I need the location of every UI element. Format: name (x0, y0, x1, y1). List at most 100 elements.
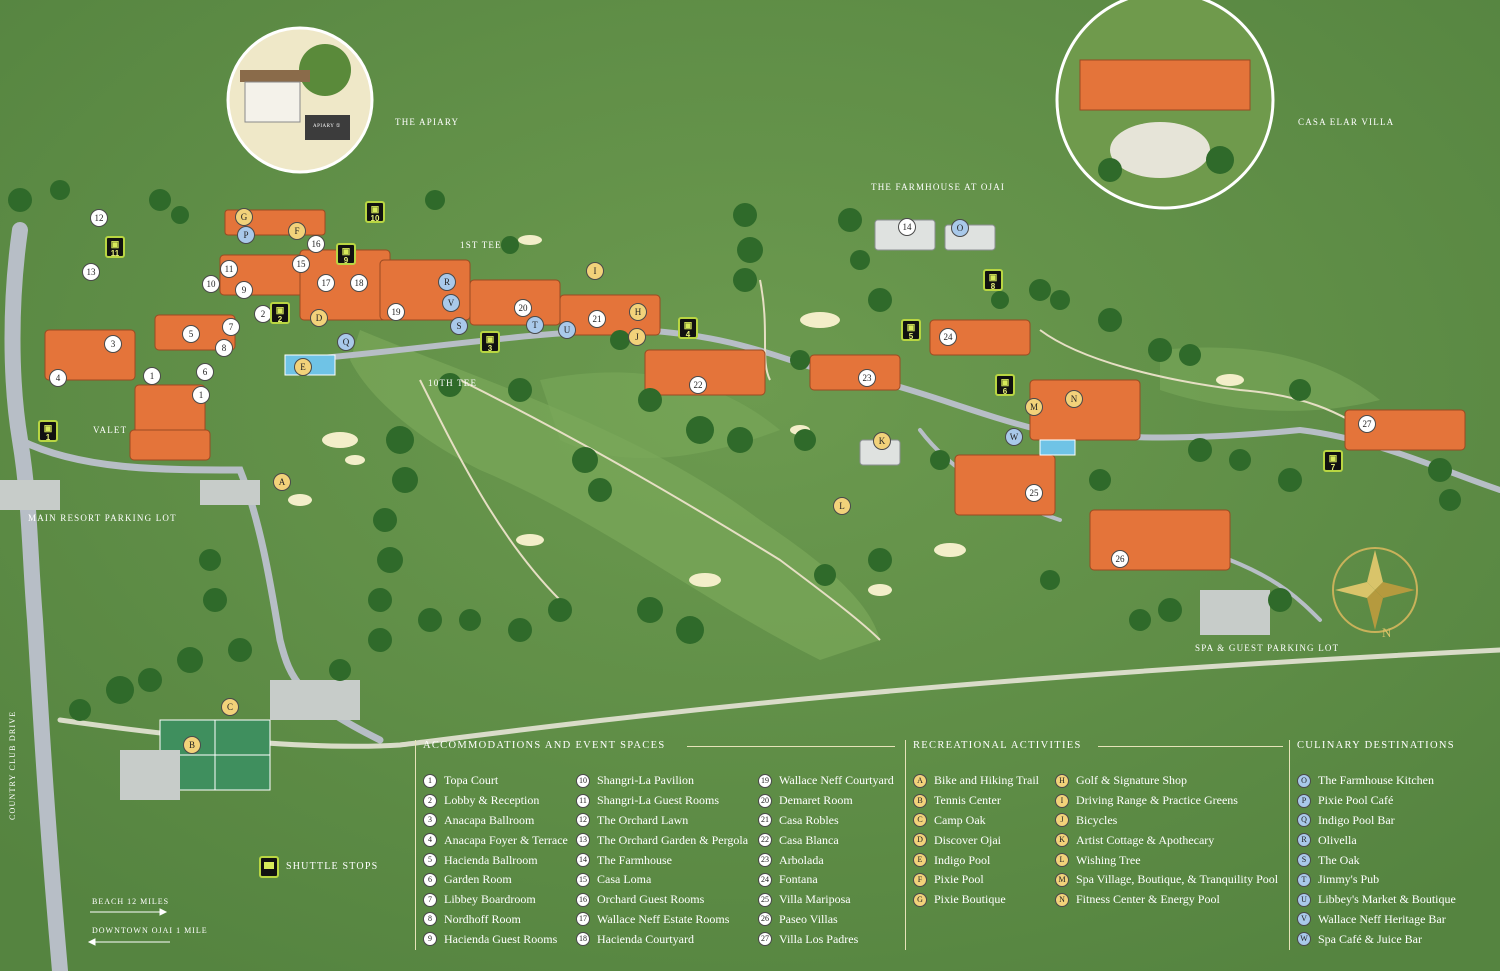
shuttle-stop-icon[interactable]: ▣2 (270, 302, 290, 324)
marker-6[interactable]: 6 (196, 363, 214, 381)
casa-elar-inset (1055, 0, 1275, 210)
marker-J[interactable]: J (628, 328, 646, 346)
marker-20[interactable]: 20 (514, 299, 532, 317)
marker-O[interactable]: O (951, 219, 969, 237)
valet-label: VALET (93, 425, 128, 435)
country-club-drive-road (4, 222, 68, 971)
marker-8[interactable]: 8 (215, 339, 233, 357)
shuttle-stop-icon[interactable]: ▣10 (365, 201, 385, 223)
marker-14[interactable]: 14 (898, 218, 916, 236)
marker-H[interactable]: H (629, 303, 647, 321)
shuttle-stop-icon[interactable]: ▣9 (336, 243, 356, 265)
marker-5[interactable]: 5 (182, 325, 200, 343)
direction-arrows (87, 908, 170, 946)
marker-17[interactable]: 17 (317, 274, 335, 292)
marker-9[interactable]: 9 (235, 281, 253, 299)
parking-lots (0, 480, 1270, 720)
marker-W[interactable]: W (1005, 428, 1023, 446)
shuttle-stop-icon[interactable]: ▣5 (901, 319, 921, 341)
marker-F[interactable]: F (288, 222, 306, 240)
marker-R[interactable]: R (438, 273, 456, 291)
marker-21[interactable]: 21 (588, 310, 606, 328)
marker-15[interactable]: 15 (292, 255, 310, 273)
tenth-tee-label: 10TH TEE (428, 378, 478, 388)
marker-27[interactable]: 27 (1358, 415, 1376, 433)
marker-4[interactable]: 4 (49, 369, 67, 387)
shuttle-stop-icon[interactable]: ▣1 (38, 420, 58, 442)
shuttle-stop-icon[interactable]: ▣3 (480, 331, 500, 353)
marker-V[interactable]: V (442, 294, 460, 312)
marker-M[interactable]: M (1025, 398, 1043, 416)
apiary-label: THE APIARY (395, 117, 460, 127)
marker-11[interactable]: 11 (220, 260, 238, 278)
marker-U[interactable]: U (558, 321, 576, 339)
marker-24[interactable]: 24 (939, 328, 957, 346)
shuttle-stop-icon[interactable]: ▣7 (1323, 450, 1343, 472)
marker-23[interactable]: 23 (858, 369, 876, 387)
shuttle-stop-icon[interactable]: ▣11 (105, 236, 125, 258)
marker-G[interactable]: G (235, 208, 253, 226)
marker-N[interactable]: N (1065, 390, 1083, 408)
marker-A[interactable]: A (273, 473, 291, 491)
marker-I[interactable]: I (586, 262, 604, 280)
trees (8, 180, 1461, 721)
marker-L[interactable]: L (833, 497, 851, 515)
marker-C[interactable]: C (221, 698, 239, 716)
farmhouse-label: THE FARMHOUSE AT OJAI (871, 182, 1006, 192)
shuttle-stop-icon[interactable]: ▣4 (678, 317, 698, 339)
marker-22[interactable]: 22 (689, 376, 707, 394)
marker-S[interactable]: S (450, 317, 468, 335)
marker-E[interactable]: E (294, 358, 312, 376)
shuttle-stop-icon[interactable]: ▣8 (983, 269, 1003, 291)
marker-12[interactable]: 12 (90, 209, 108, 227)
marker-19[interactable]: 19 (387, 303, 405, 321)
marker-7[interactable]: 7 (222, 318, 240, 336)
marker-K[interactable]: K (873, 432, 891, 450)
marker-Q[interactable]: Q (337, 333, 355, 351)
marker-D[interactable]: D (310, 309, 328, 327)
marker-B[interactable]: B (183, 736, 201, 754)
marker-18[interactable]: 18 (350, 274, 368, 292)
shuttle-stop-icon[interactable]: ▣6 (995, 374, 1015, 396)
cart-paths (419, 279, 1381, 641)
marker-26[interactable]: 26 (1111, 550, 1129, 568)
marker-3[interactable]: 3 (104, 335, 122, 353)
marker-13[interactable]: 13 (82, 263, 100, 281)
marker-P[interactable]: P (237, 226, 255, 244)
apiary-inset (226, 26, 374, 174)
marker-1[interactable]: 1 (192, 386, 210, 404)
marker-10[interactable]: 10 (202, 275, 220, 293)
marker-25[interactable]: 25 (1025, 484, 1043, 502)
compass-rose (1332, 547, 1418, 633)
marker-T[interactable]: T (526, 316, 544, 334)
marker-16[interactable]: 16 (307, 235, 325, 253)
marker-1[interactable]: 1 (143, 367, 161, 385)
